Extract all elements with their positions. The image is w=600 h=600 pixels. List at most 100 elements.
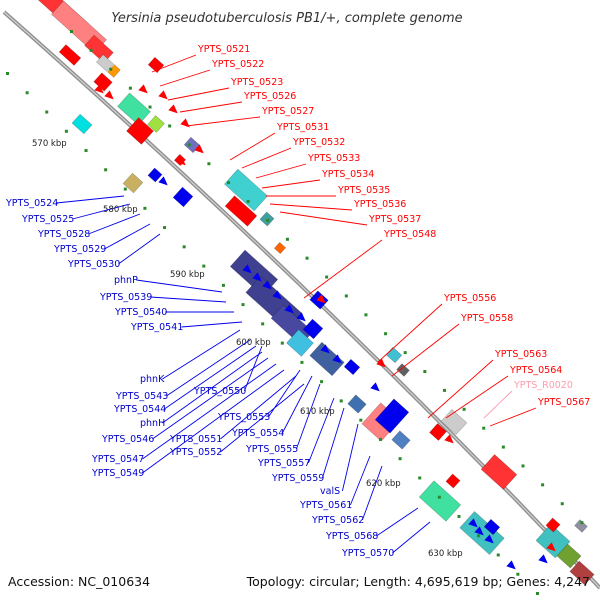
gene-block-36[interactable]: [483, 518, 501, 536]
cds-arrow-3[interactable]: [158, 90, 170, 102]
gene-block-42[interactable]: [545, 517, 561, 533]
cds-arrow-25[interactable]: [546, 542, 558, 554]
gene-label-YPTS_0532[interactable]: YPTS_0532: [292, 137, 345, 148]
gene-block-7[interactable]: [147, 115, 165, 133]
cds-arrow-19[interactable]: [444, 434, 456, 446]
gene-block-33[interactable]: [429, 423, 447, 441]
cds-arrow-1[interactable]: [104, 90, 116, 102]
gene-label-YPTS_0551[interactable]: YPTS_0551: [169, 434, 222, 445]
gene-label-YPTS_0541[interactable]: YPTS_0541: [130, 322, 183, 333]
gene-label-YPTS_0546[interactable]: YPTS_0546: [101, 434, 154, 445]
gene-block-15[interactable]: [224, 168, 268, 212]
cds-arrow-2[interactable]: [138, 84, 150, 96]
cds-arrow-20[interactable]: [468, 518, 480, 530]
gene-label-YPTS_0561[interactable]: YPTS_0561: [299, 500, 352, 511]
gene-block-31[interactable]: [445, 473, 461, 489]
cds-arrow-23[interactable]: [506, 560, 518, 572]
gene-label-YPTS_0547[interactable]: YPTS_0547: [91, 454, 144, 465]
gene-label-YPTS_0525[interactable]: YPTS_0525: [21, 214, 74, 225]
gene-block-39[interactable]: [569, 560, 595, 586]
gene-block-41[interactable]: [396, 363, 410, 377]
gene-label-YPTS_0558[interactable]: YPTS_0558: [460, 313, 513, 324]
gene-block-3[interactable]: [96, 54, 114, 72]
gene-label-phnH[interactable]: phnH: [140, 418, 165, 429]
gene-label-YPTS_0537[interactable]: YPTS_0537: [368, 214, 421, 225]
cds-arrow-7[interactable]: [176, 156, 188, 168]
gene-label-YPTS_0527[interactable]: YPTS_0527: [261, 106, 314, 117]
cds-arrow-9[interactable]: [252, 272, 264, 284]
gene-label-YPTS_0544[interactable]: YPTS_0544: [113, 404, 166, 415]
cds-arrow-14[interactable]: [320, 344, 332, 356]
gene-label-YPTS_0548[interactable]: YPTS_0548: [383, 229, 436, 240]
gene-label-YPTS_0526[interactable]: YPTS_0526: [243, 91, 296, 102]
gene-label-phnK[interactable]: phnK: [140, 374, 165, 385]
cds-arrow-10[interactable]: [262, 280, 274, 292]
gene-block-21[interactable]: [286, 329, 314, 357]
cds-arrow-27[interactable]: [176, 190, 188, 202]
cds-arrow-5[interactable]: [180, 118, 192, 130]
cds-arrow-4[interactable]: [168, 104, 180, 116]
gene-label-YPTS_0553[interactable]: YPTS_0553: [217, 412, 270, 423]
gene-block-2[interactable]: [84, 34, 114, 64]
gene-label-YPTS_0559[interactable]: YPTS_0559: [271, 473, 324, 484]
cds-arrow-24[interactable]: [538, 554, 550, 566]
gene-label-YPTS_0564[interactable]: YPTS_0564: [509, 365, 562, 376]
cds-arrow-11[interactable]: [272, 290, 284, 302]
cds-arrow-17[interactable]: [316, 294, 328, 306]
gene-label-YPTS_0524[interactable]: YPTS_0524: [5, 198, 58, 209]
gene-label-YPTS_0563[interactable]: YPTS_0563: [494, 349, 547, 360]
gene-label-YPTS_0540[interactable]: YPTS_0540: [114, 307, 167, 318]
gene-label-YPTS_0539[interactable]: YPTS_0539: [99, 292, 152, 303]
gene-block-27[interactable]: [374, 398, 410, 434]
gene-label-YPTS_0533[interactable]: YPTS_0533: [307, 153, 360, 164]
gene-block-43[interactable]: [574, 519, 588, 533]
gene-label-YPTS_0523[interactable]: YPTS_0523: [230, 77, 283, 88]
gene-label-YPTS_0522[interactable]: YPTS_0522: [211, 59, 264, 70]
gene-block-8[interactable]: [126, 117, 154, 145]
gene-label-YPTS_0534[interactable]: YPTS_0534: [321, 169, 374, 180]
cds-arrow-22[interactable]: [484, 534, 496, 546]
gene-block-40[interactable]: [385, 346, 403, 364]
cds-arrow-6[interactable]: [194, 144, 206, 156]
gene-label-YPTS_0531[interactable]: YPTS_0531: [276, 122, 329, 133]
cds-arrow-12[interactable]: [284, 304, 296, 316]
gene-label-YPTS_0536[interactable]: YPTS_0536: [353, 199, 406, 210]
gene-block-9[interactable]: [71, 113, 93, 135]
gene-label-YPTS_0530[interactable]: YPTS_0530: [67, 259, 120, 270]
gene-block-22[interactable]: [302, 318, 324, 340]
gene-label-YPTS_0543[interactable]: YPTS_0543: [115, 391, 168, 402]
cds-arrow-26[interactable]: [158, 176, 170, 188]
cds-arrow-18[interactable]: [376, 358, 388, 370]
gene-label-phnP[interactable]: phnP: [114, 275, 138, 286]
gene-block-25[interactable]: [347, 394, 367, 414]
gene-label-YPTS_0554[interactable]: YPTS_0554: [231, 428, 284, 439]
gene-label-YPTS_0555[interactable]: YPTS_0555: [245, 444, 298, 455]
gene-label-YPTS_0550[interactable]: YPTS_0550: [193, 386, 246, 397]
gene-label-YPTS_0528[interactable]: YPTS_0528: [37, 229, 90, 240]
gene-label-YPTS_0535[interactable]: YPTS_0535: [337, 185, 390, 196]
gene-block-16[interactable]: [224, 195, 258, 227]
gene-block-46[interactable]: [273, 241, 287, 255]
gene-label-YPTS_0556[interactable]: YPTS_0556: [443, 293, 496, 304]
gene-label-YPTS_0562[interactable]: YPTS_0562: [311, 515, 364, 526]
gene-block-13[interactable]: [147, 167, 163, 183]
cds-arrow-8[interactable]: [242, 264, 254, 276]
gene-block-30[interactable]: [418, 480, 462, 522]
gene-label-YPTS_0529[interactable]: YPTS_0529: [53, 244, 106, 255]
cds-arrow-13[interactable]: [296, 312, 308, 324]
gene-block-12[interactable]: [122, 172, 144, 194]
cds-arrow-0[interactable]: [94, 84, 106, 96]
gene-label-valS[interactable]: valS: [320, 486, 340, 497]
gene-block-32[interactable]: [440, 408, 468, 436]
gene-label-YPTS_0521[interactable]: YPTS_0521: [197, 44, 250, 55]
cds-arrow-15[interactable]: [332, 354, 344, 366]
gene-block-38[interactable]: [556, 543, 582, 569]
gene-label-YPTS_0549[interactable]: YPTS_0549: [91, 468, 144, 479]
gene-block-5[interactable]: [58, 44, 82, 66]
gene-label-YPTS_0568[interactable]: YPTS_0568: [325, 531, 378, 542]
gene-label-YPTS_0567[interactable]: YPTS_0567: [537, 397, 590, 408]
gene-block-28[interactable]: [391, 430, 411, 450]
gene-block-24[interactable]: [343, 358, 361, 376]
cds-arrow-16[interactable]: [370, 382, 382, 394]
gene-block-35[interactable]: [480, 454, 518, 490]
